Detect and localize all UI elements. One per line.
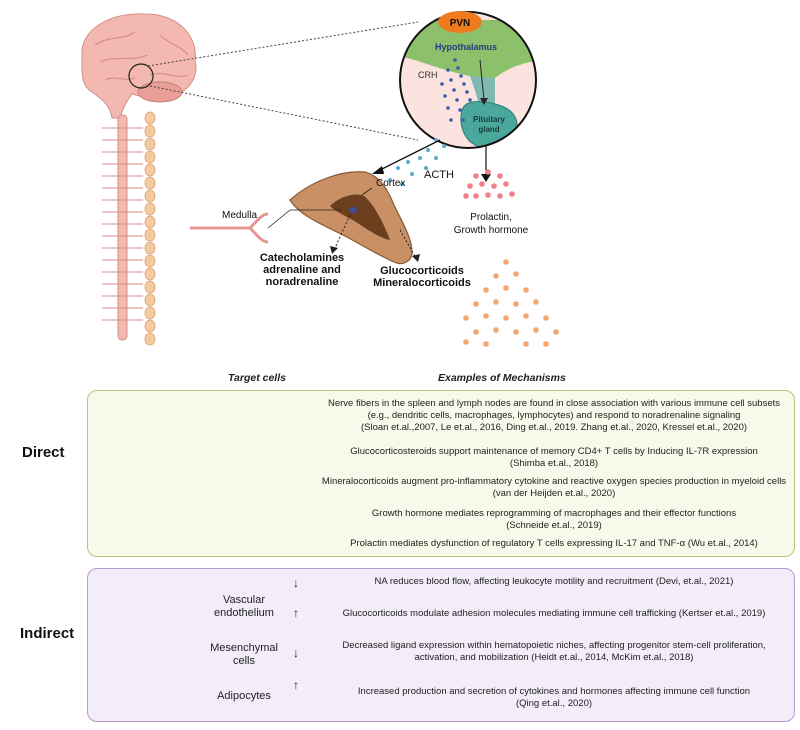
indirect-row-3: Decreased ligand expression within hemat… xyxy=(320,640,788,664)
pituitary-stalk xyxy=(470,76,495,108)
mesenchymal-cells-label: Mesenchymal cells xyxy=(204,642,284,668)
down-arrow-icon-1: ↓ xyxy=(293,576,299,590)
catecholamines-label-line2: adrenaline and xyxy=(263,264,341,276)
indirect-row-4-text: Increased production and secretion of cy… xyxy=(357,686,751,697)
acth-label: ACTH xyxy=(424,169,454,181)
medulla-nerve xyxy=(190,212,269,244)
acth-arrow-line xyxy=(375,139,441,173)
glucocorticoids-label-line2: Mineralocorticoids xyxy=(373,277,471,289)
direct-row-4-cite: (Schneide et.al., 2019) xyxy=(506,520,602,531)
direct-row-2-text: Glucocorticosteroids support maintenance… xyxy=(350,446,758,457)
zoom-line-upper xyxy=(147,21,419,67)
spinal-cord xyxy=(117,114,128,341)
indirect-row-1: NA reduces blood flow, affecting leukocy… xyxy=(320,576,788,588)
growth-hormone-dots xyxy=(463,259,559,347)
glucocorticoids-label-line1: Glucocorticoids xyxy=(380,265,464,277)
target-cells-header: Target cells xyxy=(228,372,286,384)
direct-row-3: Mineralocorticoids augment pro-inflammat… xyxy=(320,476,788,500)
hypothalamus-region xyxy=(400,20,536,78)
vascular-label-line2: endothelium xyxy=(214,607,274,619)
direct-row-2: Glucocorticosteroids support maintenance… xyxy=(320,446,788,470)
direct-row-5: Prolactin mediates dysfunction of regula… xyxy=(320,538,788,550)
indirect-row-3-cite: (Heidt et.al., 2014, McKim et.al., 2018) xyxy=(531,652,694,663)
hypothalamus-pituitary-inset xyxy=(399,11,537,149)
mesenchymal-label-line2: cells xyxy=(232,655,255,667)
catecholamines-label-line3: noradrenaline xyxy=(266,276,339,288)
adrenal-medulla xyxy=(330,194,390,240)
nervous-system-illustration xyxy=(81,13,419,346)
zoom-line-lower xyxy=(149,85,419,141)
direct-row-3-cite: (van der Heijden et.al., 2020) xyxy=(492,488,616,499)
sympathetic-chain xyxy=(144,111,156,346)
glucocorticoid-arrow xyxy=(399,229,417,259)
down-arrow-icon-2: ↓ xyxy=(293,646,299,660)
direct-row-5-text: Prolactin mediates dysfunction of regula… xyxy=(350,538,686,549)
up-arrow-icon-2: ↑ xyxy=(293,678,299,692)
brain-folds xyxy=(94,31,189,81)
crh-label: CRH xyxy=(418,70,438,80)
direct-mechanisms-panel xyxy=(87,390,795,557)
spinal-nerves xyxy=(102,127,143,321)
direct-row-4: Growth hormone mediates reprogramming of… xyxy=(320,508,788,532)
medulla-pointer xyxy=(267,209,291,229)
indirect-row-2-text: Glucocorticoids modulate adhesion molecu… xyxy=(342,608,677,619)
indirect-row-1-cite: (Devi, et.al., 2021) xyxy=(655,576,734,587)
prolactin-label-line1: Prolactin, xyxy=(470,212,512,223)
direct-row-1-cite: (Sloan et.al.,2007, Le et.al., 2016, Din… xyxy=(360,422,748,433)
mechanisms-header: Examples of Mechanisms xyxy=(438,372,566,384)
pituitary-arrow-head xyxy=(480,98,488,105)
cortex-pointer xyxy=(361,187,373,196)
pituitary-label-line1: Pituitary xyxy=(473,115,506,124)
hypothalamus-zoom-circle xyxy=(128,63,154,89)
adrenal-medulla-core xyxy=(349,207,357,213)
direct-row-2-cite: (Shimba et.al., 2018) xyxy=(509,458,599,469)
medulla-label: Medulla xyxy=(222,210,257,221)
indirect-mechanisms-panel xyxy=(87,568,795,722)
prolactin-label-line2: Growth hormone xyxy=(454,225,529,236)
hypothalamus-label: Hypothalamus xyxy=(435,42,497,52)
brain-shape xyxy=(81,13,197,119)
direct-row-4-text: Growth hormone mediates reprogramming of… xyxy=(371,508,737,519)
direct-row-3-text: Mineralocorticoids augment pro-inflammat… xyxy=(321,476,787,487)
direct-row-1: Nerve fibers in the spleen and lymph nod… xyxy=(320,398,788,434)
indirect-row-4-cite: (Qing et.al., 2020) xyxy=(515,698,593,709)
pvn-region xyxy=(438,11,482,33)
acth-arrow-head xyxy=(372,166,384,174)
indirect-row-2: Glucocorticoids modulate adhesion molecu… xyxy=(320,608,788,620)
prolactin-dots xyxy=(463,169,515,199)
indirect-row-3-text: Decreased ligand expression within hemat… xyxy=(342,640,766,663)
mesenchymal-label-line1: Mesenchymal xyxy=(210,642,278,654)
cerebellum xyxy=(137,81,183,103)
indirect-row-2-cite: (Kertser et.al., 2019) xyxy=(678,608,766,619)
indirect-row-1-text: NA reduces blood flow, affecting leukocy… xyxy=(374,576,654,587)
prolactin-arrow-head xyxy=(481,174,491,182)
adipocytes-label: Adipocytes xyxy=(217,690,271,702)
pituitary-arrow-line xyxy=(479,59,485,101)
direct-label: Direct xyxy=(22,444,65,461)
catecholamine-arrow-head xyxy=(330,246,338,254)
pvn-label: PVN xyxy=(450,18,471,29)
vascular-endothelium-label: Vascular endothelium xyxy=(204,594,284,620)
direct-row-1-text: Nerve fibers in the spleen and lymph nod… xyxy=(327,398,780,421)
cortex-label: Cortex xyxy=(376,178,405,189)
up-arrow-icon-1: ↑ xyxy=(293,606,299,620)
vascular-label-line1: Vascular xyxy=(223,594,265,606)
crh-dots xyxy=(440,58,472,122)
pituitary-label-line2: gland xyxy=(478,125,499,134)
glucocorticoid-arrow-head xyxy=(412,254,420,262)
catecholamines-label-line1: Catecholamines xyxy=(260,252,344,264)
direct-row-5-cite: (Wu et.al., 2014) xyxy=(687,538,758,549)
indirect-label: Indirect xyxy=(20,625,75,642)
indirect-row-4: Increased production and secretion of cy… xyxy=(320,686,788,710)
